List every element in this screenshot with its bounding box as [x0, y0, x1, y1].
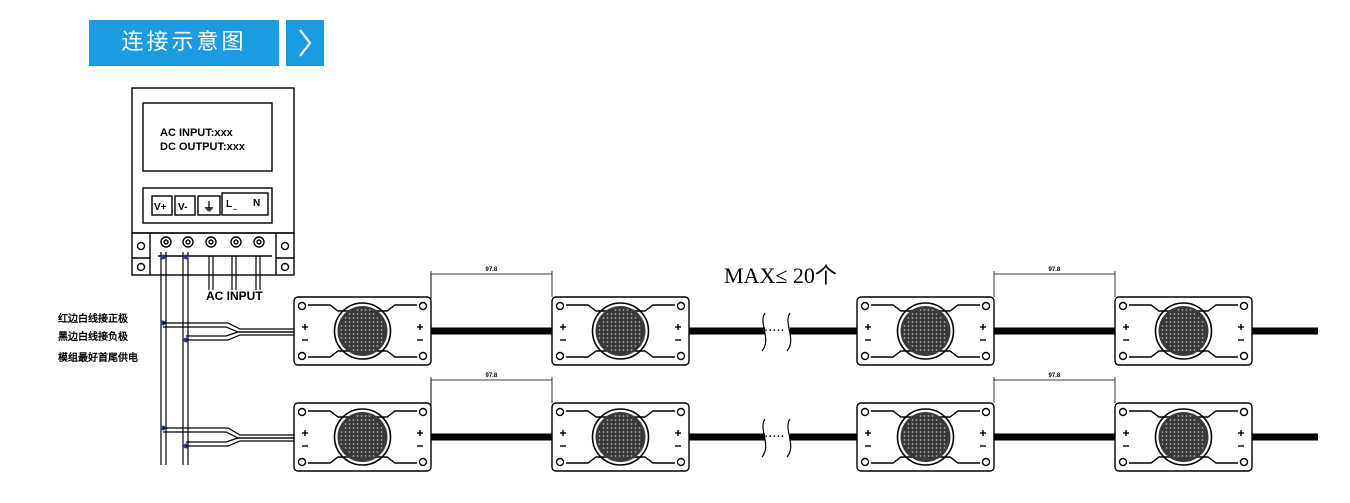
- polarity-marks: [560, 430, 681, 447]
- lens-icon: [1158, 412, 1209, 462]
- lens-outline: [333, 408, 392, 466]
- lens-icon: [595, 306, 646, 356]
- lens-icon: [900, 306, 951, 356]
- ellipsis-dots: ·····: [764, 430, 785, 445]
- ac-input-wires: [208, 256, 261, 290]
- terminal-l-label: L: [226, 199, 232, 210]
- polarity-marks: [302, 430, 423, 447]
- pitch-dimension: [430, 271, 553, 297]
- lens-icon: [337, 306, 388, 356]
- terminal-l-sub: ~: [233, 207, 237, 214]
- module-row: ····· 97.8 97.8: [163, 267, 1318, 366]
- led-module: [293, 402, 432, 472]
- feed-wires: [163, 427, 294, 447]
- terminal-cover: [142, 187, 273, 224]
- section-title: 连接示意图: [89, 20, 279, 66]
- lens-outline: [1154, 408, 1213, 466]
- ellipsis-dots: ·····: [764, 324, 785, 339]
- black-wire-label: 黑边白线接负极: [58, 330, 129, 343]
- polarity-marks: [865, 430, 986, 447]
- lens-outline: [896, 408, 955, 466]
- lens-icon: [337, 412, 388, 462]
- led-module: [856, 402, 995, 472]
- polarity-marks: [865, 324, 986, 341]
- lens-icon: [900, 412, 951, 462]
- driver-input-label: AC INPUT:xxx: [160, 127, 234, 139]
- led-module: [551, 402, 690, 472]
- lens-outline: [591, 408, 650, 466]
- terminal-vminus-label: V-: [178, 202, 187, 213]
- terminal-vplus-label: V+: [154, 202, 167, 213]
- polarity-marks: [302, 324, 423, 341]
- led-module: [856, 296, 995, 366]
- module-cables: [431, 327, 1318, 335]
- led-module: [293, 296, 432, 366]
- ac-input-label: AC INPUT: [206, 289, 263, 303]
- driver-output-label: DC OUTPUT:xxx: [160, 141, 246, 153]
- lens-icon: [595, 412, 646, 462]
- terminal-block: [151, 192, 269, 216]
- pitch-dimension: [993, 271, 1116, 297]
- chevron-right-icon[interactable]: [286, 20, 324, 66]
- terminal-screws: [160, 236, 265, 248]
- max-count-label: MAX≤ 20个: [724, 263, 837, 288]
- ground-icon: ⏚: [203, 200, 215, 214]
- pitch-label: 97.8: [486, 373, 498, 379]
- pitch-dimension: [993, 377, 1116, 403]
- break-mark: [786, 418, 792, 458]
- power-note-label: 模组最好首尾供电: [58, 351, 138, 364]
- pitch-label: 97.8: [1049, 267, 1061, 273]
- pitch-label: 97.8: [1049, 373, 1061, 379]
- pitch-label: 97.8: [486, 267, 498, 273]
- led-module: [1114, 296, 1253, 366]
- break-mark: [786, 312, 792, 352]
- polarity-marks: [1123, 324, 1244, 341]
- dc-bus-wires: [160, 252, 189, 465]
- lens-outline: [1154, 302, 1213, 360]
- break-mark: [761, 418, 767, 458]
- module-cables: [431, 433, 1318, 441]
- led-module: [1114, 402, 1253, 472]
- lens-outline: [333, 302, 392, 360]
- power-supply: [131, 87, 295, 276]
- lens-outline: [896, 302, 955, 360]
- section-header: 连接示意图: [89, 20, 324, 66]
- feed-wires: [163, 322, 294, 341]
- driver-label-plate: [142, 102, 273, 172]
- polarity-marks: [1123, 430, 1244, 447]
- pitch-dimension: [430, 377, 553, 403]
- polarity-marks: [560, 324, 681, 341]
- module-row: ····· 97.8 97.8: [163, 373, 1318, 472]
- break-mark: [761, 312, 767, 352]
- lens-outline: [591, 302, 650, 360]
- terminal-n-label: N: [253, 198, 260, 209]
- lens-icon: [1158, 306, 1209, 356]
- module-strings: ····· 97.8 97.8 ····· 97.8 97.8: [163, 267, 1318, 472]
- led-module: [551, 296, 690, 366]
- red-wire-label: 红边白线接正极: [58, 312, 129, 325]
